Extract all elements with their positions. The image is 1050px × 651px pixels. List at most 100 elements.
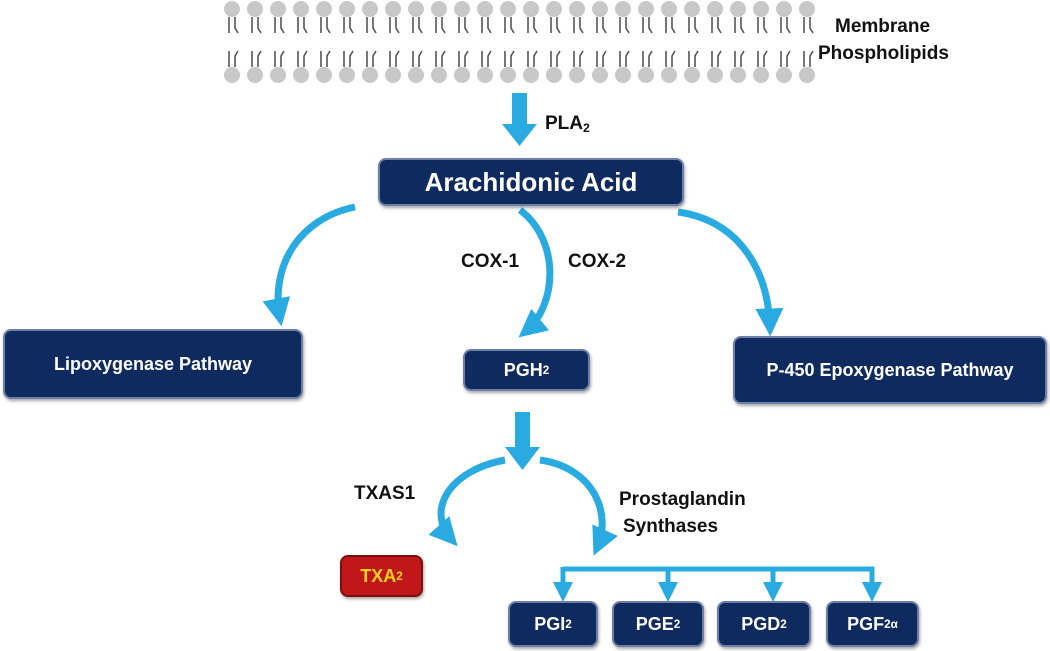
lipid-tail [487, 50, 492, 67]
lipid-tail [303, 50, 308, 67]
lipid-head-bottom [477, 67, 493, 83]
lipid-tail [349, 17, 354, 34]
lipid-head-bottom [569, 67, 585, 83]
lipid-tail [671, 17, 676, 34]
lipid-head-bottom [661, 67, 677, 83]
lipid-head-bottom [707, 67, 723, 83]
lipid-head-top [224, 1, 240, 17]
arachidonic-acid-node: Arachidonic Acid [378, 158, 684, 206]
lipid-tail [694, 17, 699, 34]
cox1-label: COX-1 [461, 251, 520, 272]
lipid-tail [234, 17, 239, 34]
lipid-tail [579, 50, 584, 67]
lipid-head-bottom [385, 67, 401, 83]
cox2-label: COX-2 [568, 251, 627, 272]
lipid-tail [763, 50, 768, 67]
lipid-head-bottom [592, 67, 608, 83]
lipid-head-bottom [753, 67, 769, 83]
lipid-tail [464, 17, 469, 34]
lipid-tail [533, 50, 538, 67]
lipid-head-top [730, 1, 746, 17]
lipid-tail [625, 17, 630, 34]
lipid-head-bottom [776, 67, 792, 83]
lipid-tail [441, 50, 446, 67]
prostaglandin-synthases-line2: Synthases [623, 516, 719, 537]
lipid-head-top [247, 1, 263, 17]
lipid-tail [326, 50, 331, 67]
lipid-tail [786, 17, 791, 34]
lipid-tail [418, 17, 423, 34]
lipid-head-bottom [316, 67, 332, 83]
lipid-tail [326, 17, 331, 34]
lipid-tail [786, 50, 791, 67]
pla2-down-arrow [502, 93, 537, 146]
lipid-head-top [523, 1, 539, 17]
lipid-tail [234, 50, 239, 67]
lipid-head-bottom [270, 67, 286, 83]
lipid-tail [694, 50, 699, 67]
lipid-head-bottom [799, 67, 815, 83]
lipid-tail [395, 50, 400, 67]
lipid-tail [349, 50, 354, 67]
lipid-tail [372, 17, 377, 34]
lipid-tail [717, 17, 722, 34]
pla2-label: PLA2 [545, 113, 590, 136]
lipid-head-bottom [408, 67, 424, 83]
lipid-head-top [500, 1, 516, 17]
lipid-head-top [408, 1, 424, 17]
lipid-tail [372, 50, 377, 67]
membrane-bilayer-icon [224, 1, 815, 83]
lipid-head-top [270, 1, 286, 17]
lipid-tail [740, 50, 745, 67]
lipid-head-top [362, 1, 378, 17]
lipid-head-top [753, 1, 769, 17]
lipid-tail [303, 17, 308, 34]
prostaglandin-synthases-line1: Prostaglandin [619, 489, 746, 510]
lipid-tail [257, 17, 262, 34]
lipid-tail [280, 17, 285, 34]
lipid-tail [556, 17, 561, 34]
lipid-tail [809, 17, 814, 34]
lipid-head-top [431, 1, 447, 17]
lipid-head-top [684, 1, 700, 17]
lipid-tail [763, 17, 768, 34]
lipid-head-top [293, 1, 309, 17]
p450-epoxygenase-node: P-450 Epoxygenase Pathway [733, 336, 1047, 404]
lipid-head-bottom [638, 67, 654, 83]
lipid-head-top [546, 1, 562, 17]
lipid-tail [671, 50, 676, 67]
arrow-to-pgh2 [517, 207, 554, 338]
lipid-head-top [454, 1, 470, 17]
arrow-to-prostaglandin-synthases [539, 456, 618, 556]
lipid-head-bottom [362, 67, 378, 83]
lipid-head-bottom [615, 67, 631, 83]
arrow-to-lipoxygenase [262, 203, 356, 327]
lipid-tail [257, 50, 262, 67]
lipid-tail [533, 17, 538, 34]
lipid-tail [395, 17, 400, 34]
lipid-tail [740, 17, 745, 34]
arrow-to-p450 [677, 208, 784, 337]
membrane-label-line1: Membrane [835, 16, 931, 37]
lipid-tail [648, 50, 653, 67]
lipid-tail [464, 50, 469, 67]
lipid-head-bottom [684, 67, 700, 83]
lipid-tail [487, 17, 492, 34]
lipid-head-top [638, 1, 654, 17]
lipid-tail [602, 50, 607, 67]
lipid-tail [579, 17, 584, 34]
lipid-head-bottom [730, 67, 746, 83]
lipid-head-top [339, 1, 355, 17]
lipid-head-bottom [293, 67, 309, 83]
arrow-to-txa2 [428, 456, 506, 547]
membrane-label-line2: Phospholipids [818, 43, 949, 64]
lipid-head-bottom [431, 67, 447, 83]
lipid-head-top [707, 1, 723, 17]
txas1-label: TXAS1 [354, 483, 416, 504]
